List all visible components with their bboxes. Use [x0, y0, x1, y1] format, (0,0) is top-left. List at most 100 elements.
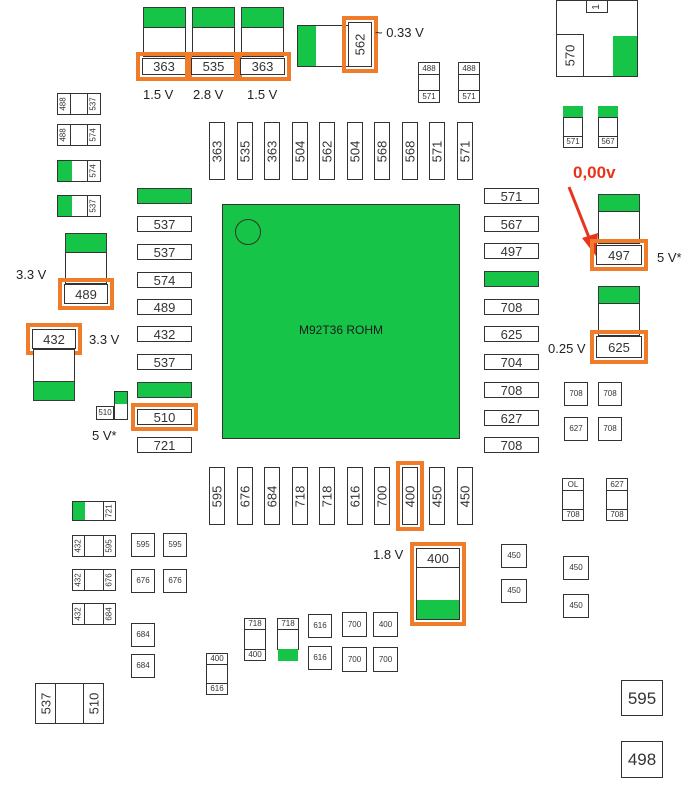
top-pin[interactable]: 363: [209, 122, 225, 180]
bottom-pin[interactable]: 616: [347, 467, 363, 525]
cap-450-d[interactable]: 450: [563, 594, 589, 618]
cap-497[interactable]: 497: [590, 239, 648, 271]
cap-432-c[interactable]: 432: [72, 569, 85, 591]
cap-432-b[interactable]: 432: [72, 535, 85, 557]
cap-488-left-b[interactable]: 488: [57, 124, 71, 146]
cap-708-a[interactable]: 708: [564, 382, 588, 406]
top-pin[interactable]: 568: [374, 122, 390, 180]
cap-676-c[interactable]: 676: [131, 569, 155, 593]
right-pin[interactable]: 497: [484, 243, 539, 259]
cap-684-b[interactable]: 684: [103, 603, 116, 625]
cap-450-c[interactable]: 450: [563, 556, 589, 580]
cap-432[interactable]: 432: [26, 323, 82, 355]
cap-571-b[interactable]: 571: [458, 90, 480, 103]
top-pin[interactable]: 363: [264, 122, 280, 180]
cap-571-a[interactable]: 571: [418, 90, 440, 103]
cap-616-small[interactable]: 616: [206, 683, 228, 695]
cap-676-b[interactable]: 676: [103, 569, 116, 591]
cap-700-b[interactable]: 700: [342, 647, 367, 672]
cap-510-big[interactable]: 510: [83, 683, 104, 724]
cap-625[interactable]: 625: [590, 330, 648, 364]
top-pin[interactable]: 571: [429, 122, 445, 180]
cap-510-small[interactable]: 510: [96, 406, 114, 420]
bottom-pin[interactable]: 700: [374, 467, 390, 525]
cap-700-a[interactable]: 700: [342, 612, 367, 637]
cap-537-left-b[interactable]: 537: [87, 195, 101, 217]
cap-488-left-a[interactable]: 488: [57, 93, 71, 115]
bottom-pin[interactable]: 718: [319, 467, 335, 525]
right-pin[interactable]: 708: [484, 382, 539, 398]
cap-595-d[interactable]: 595: [163, 533, 187, 557]
top-pin[interactable]: 504: [347, 122, 363, 180]
right-pin[interactable]: 708: [484, 299, 539, 315]
left-pin[interactable]: 574: [137, 272, 192, 288]
bottom-pin[interactable]: 718: [292, 467, 308, 525]
right-pin[interactable]: 625: [484, 326, 539, 342]
cap-400-small-b[interactable]: 400: [244, 649, 266, 661]
cap-684-d[interactable]: 684: [131, 654, 155, 678]
right-pin[interactable]: 567: [484, 216, 539, 232]
cap-708-b[interactable]: 708: [598, 382, 622, 406]
cap-595-c[interactable]: 595: [131, 533, 155, 557]
top-pin[interactable]: 568: [402, 122, 418, 180]
cap-700-c[interactable]: 700: [373, 647, 398, 672]
cap-571-c[interactable]: 571: [563, 136, 583, 148]
top-pin[interactable]: 504: [292, 122, 308, 180]
cap-400-big-label[interactable]: 400: [416, 548, 460, 568]
right-pin[interactable]: 704: [484, 354, 539, 370]
comp-595-big[interactable]: 595: [621, 680, 663, 716]
cap-537-left-a[interactable]: 537: [87, 93, 101, 115]
cap-567[interactable]: 567: [598, 136, 618, 148]
cap-489[interactable]: 489: [58, 278, 114, 310]
cap-488-b[interactable]: 488: [458, 62, 480, 75]
cap-450-a[interactable]: 450: [501, 544, 527, 568]
comp-562[interactable]: 562: [342, 16, 378, 73]
cap-top-2-body: [192, 27, 235, 57]
bottom-pin[interactable]: 676: [237, 467, 253, 525]
top-pin[interactable]: 535: [237, 122, 253, 180]
cap-537-big[interactable]: 537: [35, 683, 56, 724]
bottom-pin-400[interactable]: 400: [396, 461, 424, 531]
right-pin[interactable]: 571: [484, 188, 539, 204]
comp-498-big[interactable]: 498: [621, 741, 663, 778]
cap-400-sq[interactable]: 400: [373, 612, 398, 637]
cap-676-d[interactable]: 676: [163, 569, 187, 593]
left-pin[interactable]: 432: [137, 326, 192, 342]
comp-570[interactable]: 570: [556, 34, 584, 77]
cap-616-b[interactable]: 616: [308, 646, 332, 670]
right-pin-green[interactable]: [484, 271, 539, 287]
left-pin-green[interactable]: [137, 382, 192, 398]
right-pin[interactable]: 708: [484, 437, 539, 453]
cap-708-c[interactable]: 708: [598, 417, 622, 441]
bottom-pin[interactable]: 595: [209, 467, 225, 525]
left-pin[interactable]: 537: [137, 354, 192, 370]
left-pin-green[interactable]: [137, 188, 192, 204]
ic-chip[interactable]: M92T36 ROHM: [222, 204, 460, 439]
cap-595-b[interactable]: 595: [103, 535, 116, 557]
cap-721[interactable]: 721: [103, 501, 116, 521]
right-pin[interactable]: 627: [484, 410, 539, 426]
cap-535[interactable]: 535: [185, 52, 242, 81]
cap-574-left-b[interactable]: 574: [87, 160, 101, 182]
cap-616-a[interactable]: 616: [308, 614, 332, 638]
cap-574-left-a[interactable]: 574: [87, 124, 101, 146]
left-pin[interactable]: 537: [137, 244, 192, 260]
cap-627[interactable]: 627: [564, 417, 588, 441]
bottom-pin[interactable]: 450: [457, 467, 473, 525]
cap-708-e[interactable]: 708: [606, 509, 628, 521]
bottom-pin[interactable]: 684: [264, 467, 280, 525]
cap-708-d[interactable]: 708: [562, 509, 584, 521]
cap-363-a[interactable]: 363: [136, 52, 192, 81]
comp-1[interactable]: 1: [586, 0, 608, 13]
left-pin-510[interactable]: 510: [131, 403, 198, 431]
left-pin[interactable]: 489: [137, 299, 192, 315]
top-pin[interactable]: 571: [457, 122, 473, 180]
cap-363-b[interactable]: 363: [234, 52, 291, 81]
top-pin[interactable]: 562: [319, 122, 335, 180]
bottom-pin[interactable]: 450: [429, 467, 445, 525]
left-pin[interactable]: 721: [137, 437, 192, 453]
left-pin[interactable]: 537: [137, 216, 192, 232]
cap-450-b[interactable]: 450: [501, 579, 527, 603]
cap-684-c[interactable]: 684: [131, 623, 155, 647]
cap-432-d[interactable]: 432: [72, 603, 85, 625]
